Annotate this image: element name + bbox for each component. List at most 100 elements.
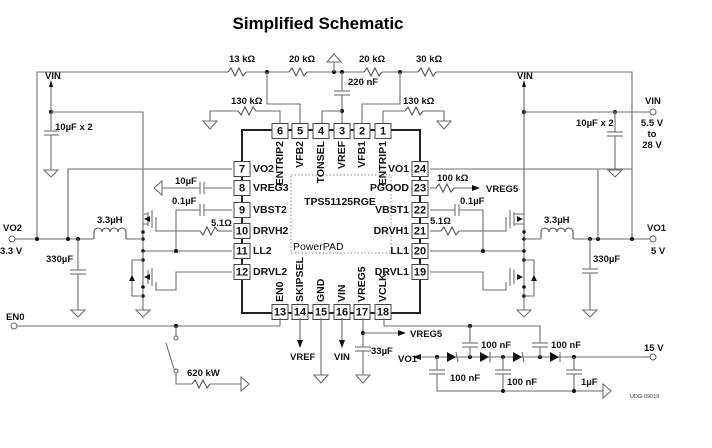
pin-name-ll1: LL1 (390, 245, 409, 257)
vo2-label: VO2 (3, 223, 22, 234)
vin-right-arrow-label: VIN (517, 71, 533, 82)
vin-terminal (649, 108, 657, 116)
en0-terminal (10, 322, 18, 330)
label-cp-top1: 100 nF (481, 340, 511, 351)
pin-number: 3 (339, 126, 345, 138)
label-c-vbst1: 0.1µF (460, 196, 485, 207)
diode-d2 (480, 352, 489, 362)
pin-name-vin: VIN (336, 284, 348, 302)
pin-name-vbst2: VBST2 (253, 204, 287, 216)
pin-number: 6 (277, 126, 283, 138)
pin-name-vref: VREF (336, 140, 348, 169)
vin-left-label: VIN (45, 71, 61, 82)
resistor-13k (227, 66, 247, 78)
pin-number: 4 (318, 126, 325, 138)
pin-number: 5 (297, 126, 303, 138)
ground-symbol (325, 53, 343, 63)
ic-pin-20: 20 LL1 (390, 243, 429, 259)
pin-name-ll2: LL2 (253, 245, 272, 257)
vin-range-min: 5.5 V (641, 118, 664, 129)
pin-number: 1 (380, 126, 386, 138)
pin-number: 21 (414, 226, 426, 238)
pin-number: 20 (414, 246, 426, 258)
pin-name-entrip2: ENTRIP2 (274, 141, 286, 186)
ic-pin-22: 22 VBST1 (375, 202, 429, 218)
pin-name-en0: EN0 (274, 281, 286, 302)
label-c-out-right: 330µF (593, 254, 620, 265)
pin-number: 11 (236, 246, 248, 258)
pin-number: 18 (377, 307, 389, 319)
label-c-vin-right: 10µF x 2 (576, 118, 614, 129)
pin-number: 13 (274, 307, 286, 319)
pin-name-entrip1: ENTRIP1 (377, 141, 389, 186)
schottky-diode-2 (129, 275, 135, 281)
inductor-l2 (93, 227, 127, 239)
pin-number: 12 (236, 267, 248, 279)
powerpad-label: PowerPAD (293, 241, 344, 253)
pin-name-vo2: VO2 (253, 163, 274, 175)
pin-number: 22 (414, 205, 426, 217)
label-r-30k: 30 kΩ (416, 54, 442, 65)
schematic-title: Simplified Schematic (233, 14, 404, 33)
pin-name-vfb2: VFB2 (294, 141, 306, 168)
ic-pin-15: 15 GND (312, 278, 330, 320)
pin-number: 7 (239, 164, 245, 176)
inductor-l1 (540, 227, 574, 239)
label-l-left: 3.3µH (97, 215, 123, 226)
pin-name-vbst1: VBST1 (375, 204, 409, 216)
pin-name-drvl1: DRVL1 (375, 266, 409, 278)
vin-range-max: 28 V (642, 140, 662, 151)
out-15v-terminal (649, 353, 657, 361)
label-c-out-left: 330µF (46, 254, 73, 265)
pin-number: 23 (414, 183, 426, 195)
diode-d4 (550, 352, 559, 362)
pin-name-vfb1: VFB1 (356, 141, 368, 168)
out-15v-label: 15 V (644, 343, 664, 354)
powerpad-outline (290, 174, 392, 254)
pin-name-drvl2: DRVL2 (253, 266, 287, 278)
vo2-voltage: 3.3 V (0, 246, 23, 257)
label-c-vbst2: 0.1µF (172, 196, 197, 207)
schottky-diode-1 (531, 275, 537, 281)
wire-vo1-top (436, 71, 633, 239)
pin-name-tonsel: TONSEL (315, 140, 327, 183)
ic-body (241, 129, 421, 314)
pin-name-drvh2: DRVH2 (253, 225, 289, 237)
en0-label: EN0 (6, 312, 24, 323)
label-cp-bot1: 100 nF (450, 373, 480, 384)
label-c-vreg3: 10µF (175, 176, 197, 187)
pin-name-gnd: GND (315, 278, 327, 302)
label-r-en0: 620 kW (187, 368, 220, 379)
label-r-130k-right: 130 kΩ (403, 96, 435, 107)
ic-part-number: TPS51125RGE (304, 196, 376, 208)
vo1-label: VO1 (647, 223, 667, 234)
wire-vo2-top (36, 71, 228, 239)
vo1-terminal (649, 235, 657, 243)
vreg5-pgood-label: VREG5 (486, 184, 519, 195)
pin-number: 24 (414, 164, 427, 176)
label-r-130k-left: 130 kΩ (231, 96, 263, 107)
pin-number: 10 (236, 226, 248, 238)
label-r-13k: 13 kΩ (229, 54, 255, 65)
label-c-vreg5: 33µF (371, 346, 393, 357)
vo2-terminal (8, 235, 16, 243)
vo1-voltage: 5 V (651, 246, 666, 257)
vin-terminal-label: VIN (645, 96, 661, 107)
ic-pin-10: 10 DRVH2 (233, 223, 289, 239)
pin-number: 15 (315, 307, 327, 319)
en0-switch[interactable] (165, 342, 175, 370)
label-r-drvh2: 5.1Ω (211, 218, 232, 229)
pin-number: 2 (359, 126, 365, 138)
pin-name-vreg3: VREG3 (253, 182, 289, 194)
pin-name-drvh1: DRVH1 (374, 225, 410, 237)
